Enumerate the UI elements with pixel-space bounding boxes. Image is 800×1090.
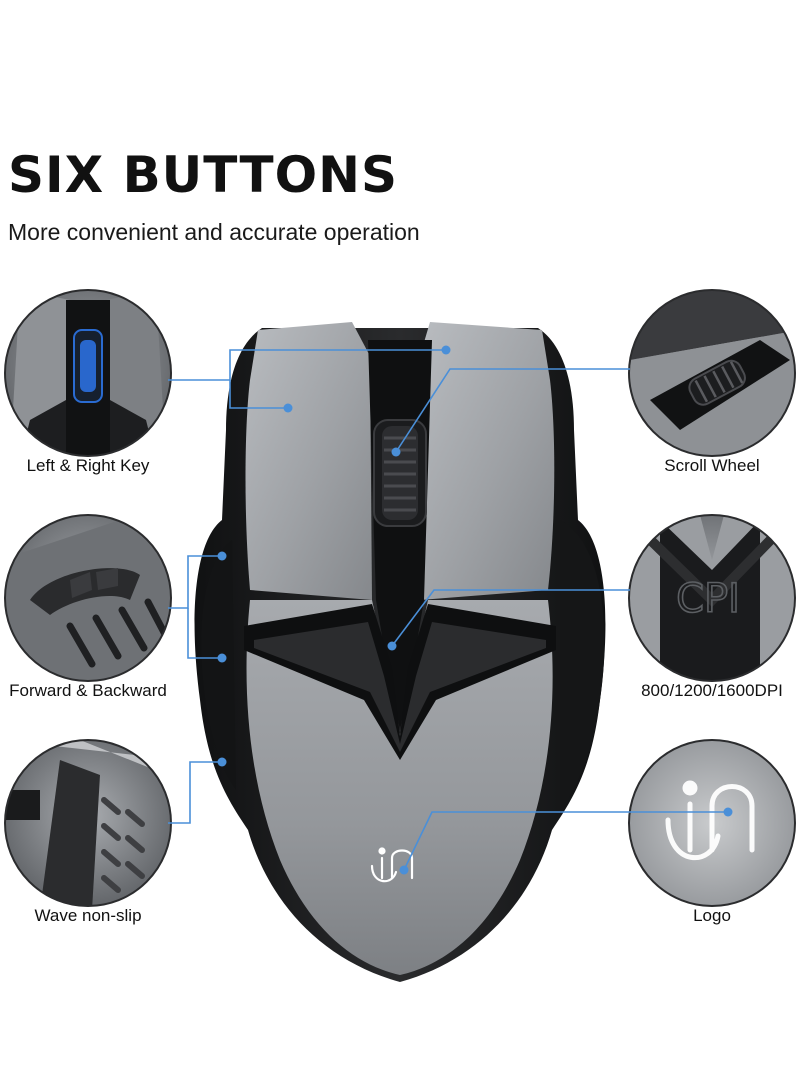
closeup-forward-backward bbox=[4, 514, 172, 682]
brand-logo-icon bbox=[370, 847, 414, 883]
subheadline: More convenient and accurate operation bbox=[8, 219, 420, 245]
mouse-body bbox=[194, 322, 606, 982]
callout-dot-dpi bbox=[387, 641, 397, 651]
callout-dots bbox=[217, 345, 733, 875]
headline: SIX BUTTONS bbox=[8, 146, 399, 204]
label-left-right-key: Left & Right Key bbox=[26, 456, 150, 475]
brand-logo-icon bbox=[665, 780, 755, 861]
callout-dot-logo-closeup bbox=[723, 807, 733, 817]
closeup-logo bbox=[628, 739, 796, 907]
callout-dot-wave bbox=[217, 757, 227, 767]
label-logo: Logo bbox=[693, 906, 731, 925]
label-forward-backward: Forward & Backward bbox=[9, 681, 167, 700]
label-scroll-wheel: Scroll Wheel bbox=[664, 456, 760, 475]
label-dpi: 800/1200/1600DPI bbox=[641, 681, 783, 700]
closeup-wave-non-slip bbox=[4, 739, 172, 907]
dpi-button-text: CPI bbox=[676, 576, 740, 622]
callout-connectors bbox=[168, 349, 728, 871]
callout-dot-backward bbox=[217, 653, 227, 663]
callout-dot-scroll-wheel bbox=[391, 447, 401, 457]
closeup-dpi-button: CPI bbox=[628, 514, 796, 682]
closeup-left-right-key bbox=[4, 289, 172, 457]
callout-dot-logo bbox=[399, 865, 409, 875]
callout-dot-left-key bbox=[283, 403, 293, 413]
callout-dot-forward bbox=[217, 551, 227, 561]
label-wave-non-slip: Wave non-slip bbox=[34, 906, 142, 925]
closeup-scroll-wheel bbox=[628, 289, 796, 457]
callout-dot-right-key bbox=[441, 345, 451, 355]
